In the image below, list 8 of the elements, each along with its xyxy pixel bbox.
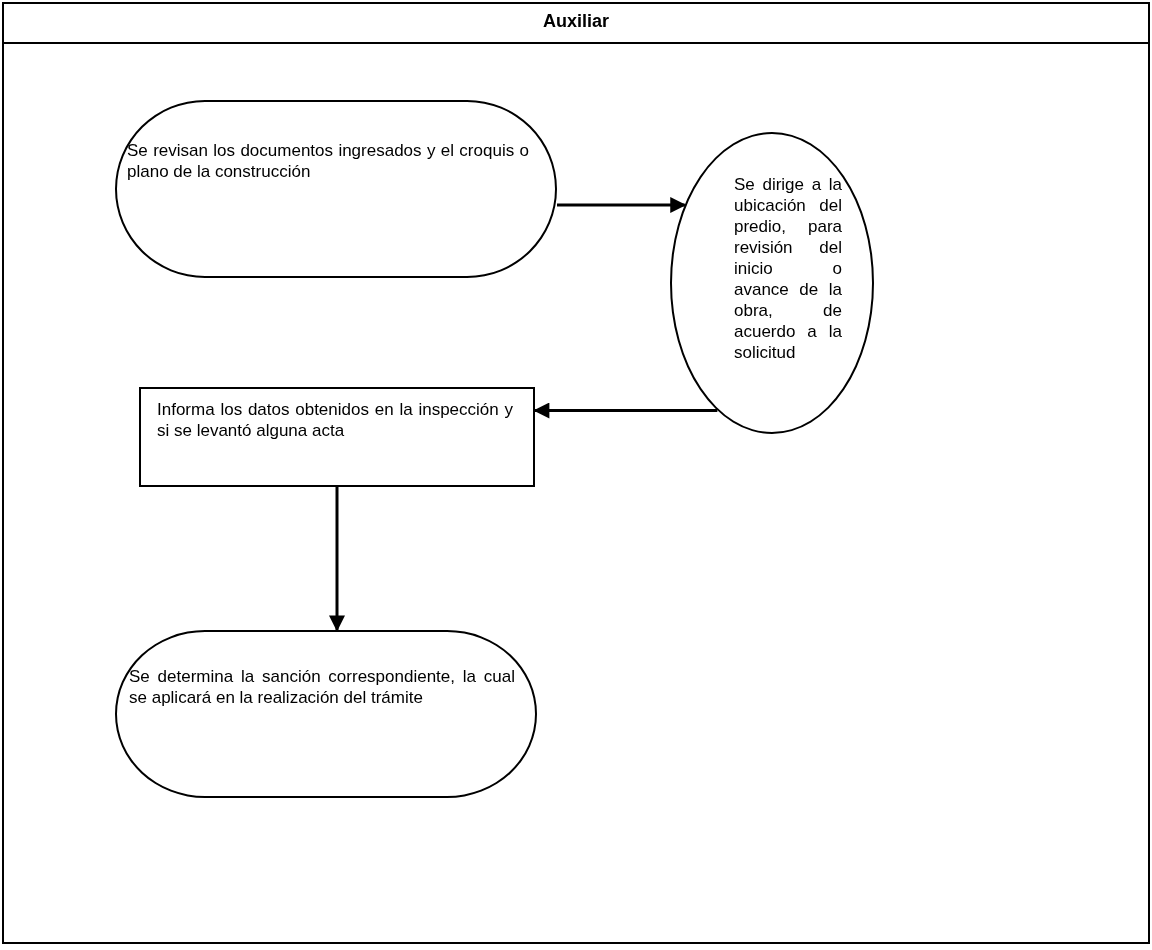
arrow bbox=[329, 487, 345, 632]
process-box bbox=[139, 387, 535, 487]
arrow bbox=[557, 197, 687, 213]
step-text: Se revisan los documentos ingresados y el croquis o plano de la construcción bbox=[127, 140, 529, 182]
step-text: Informa los datos obtenidos en la inspección y si se levantó alguna acta bbox=[157, 399, 513, 441]
step-text: Se dirige a la ubicación del predio, para revisión del inicio o avance de la obra, de acuerdo a la solicitud bbox=[734, 174, 842, 363]
step-text: Se determina la sanción correspondiente, la cual se aplicará en la realización del trámite bbox=[129, 666, 515, 708]
lane-header: Auxiliar bbox=[4, 4, 1148, 44]
